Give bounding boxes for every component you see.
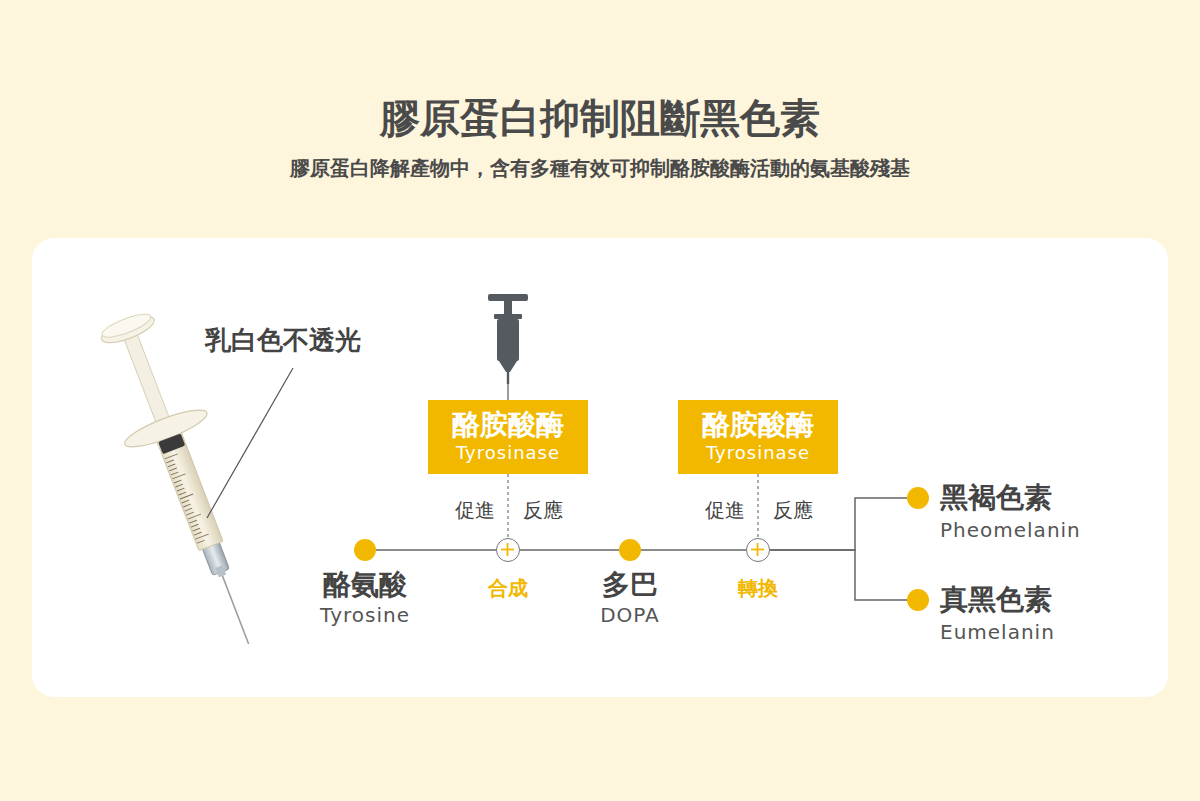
reaction-label: 促進 [455, 497, 495, 523]
compound-dot [354, 539, 376, 561]
title: 膠原蛋白抑制阻斷黑色素 [0, 92, 1200, 144]
syringe-illustration [171, 472, 178, 475]
syringe-illustration [172, 474, 185, 479]
syringe-icon [499, 361, 517, 372]
syringe-illustration [185, 508, 192, 511]
syringe-illustration [165, 454, 178, 459]
node-title: 多巴 [602, 569, 658, 601]
syringe-illustration [100, 310, 154, 342]
compound-node: 多巴DOPA [600, 539, 660, 627]
connector [770, 550, 907, 600]
white-panel [32, 238, 1168, 697]
syringe-illustration [194, 532, 201, 535]
syringe-illustration [169, 468, 176, 471]
product-node: 黑褐色素 Pheomelanin [907, 482, 1081, 542]
reaction-label: 促進 [705, 497, 745, 523]
connector [376, 549, 496, 551]
syringe-icon [494, 314, 522, 319]
syringe-illustration [153, 422, 223, 551]
plus-circle [746, 538, 770, 562]
syringe-illustration [175, 484, 182, 487]
reaction-node: 轉換 [738, 538, 778, 600]
syringe-illustration [219, 567, 249, 644]
syringe-illustration [174, 480, 181, 483]
connector [520, 549, 619, 551]
connector [770, 498, 907, 550]
syringe-illustration [192, 528, 199, 531]
reaction-label: 反應 [773, 497, 813, 523]
syringe-illustration [186, 512, 193, 515]
plus-sign [501, 549, 514, 551]
connector [757, 474, 758, 538]
plus-sign [751, 549, 764, 551]
node-title: 黑褐色素 [940, 482, 1081, 514]
node-title: 酪氨酸 [323, 569, 407, 601]
syringe-icon [488, 294, 528, 301]
syringe-illustration [83, 303, 290, 659]
compound-node: 酪氨酸Tyrosine [320, 539, 410, 627]
node-subtitle: Tyrosine [320, 603, 410, 627]
node-title: 真黑色素 [940, 584, 1055, 616]
caption: 膠原蛋白降解產物中，含有多種有效可抑制酪胺酸酶活動的氨基酸殘基 [0, 154, 1200, 182]
reaction-node: 合成 [488, 538, 528, 600]
node-subtitle: DOPA [600, 603, 660, 627]
plus-circle [496, 538, 520, 562]
syringe-illustration [179, 492, 186, 495]
product-node: 真黑色素 Eumelanin [907, 584, 1055, 644]
syringe-illustration [165, 454, 210, 543]
product-dot [907, 589, 929, 611]
plus-sign [747, 539, 768, 560]
syringe-illustration [188, 514, 201, 519]
node-title: 酪胺酸酶 [452, 408, 564, 442]
icon-stem [507, 384, 508, 400]
syringe-illustration [189, 520, 196, 523]
node-subtitle: Tyrosinase [456, 442, 560, 464]
syringe-illustration [180, 494, 193, 499]
syringe-illustration [183, 504, 190, 507]
plus-sign [497, 539, 518, 560]
reaction-label: 反應 [523, 497, 563, 523]
node-subtitle: Pheomelanin [940, 518, 1081, 542]
syringe-illustration [191, 524, 198, 527]
syringe-illustration [197, 540, 204, 543]
syringe-illustration [166, 460, 173, 463]
product-dot [907, 487, 929, 509]
enzyme-box: 酪胺酸酶Tyrosinase [428, 400, 588, 474]
compound-dot [619, 539, 641, 561]
syringe-illustration [121, 403, 210, 453]
syringe-icon [488, 294, 528, 384]
node-subtitle: Eumelanin [940, 620, 1055, 644]
node-subtitle: Tyrosinase [706, 442, 810, 464]
syringe-illustration [182, 500, 189, 503]
enzyme-box: 酪胺酸酶Tyrosinase [678, 400, 838, 474]
connector [641, 549, 746, 551]
syringe-icon [504, 300, 512, 316]
syringe-illustration [196, 534, 209, 539]
syringe-icon [497, 319, 519, 361]
node-title: 酪胺酸酶 [702, 408, 814, 442]
node-title: 合成 [488, 576, 528, 600]
leader-line [207, 368, 293, 518]
syringe-icon [507, 372, 509, 384]
callout-label: 乳白色不透光 [205, 324, 361, 356]
syringe-illustration [215, 565, 226, 577]
node-title: 轉換 [738, 576, 778, 600]
syringe-illustration [168, 464, 175, 467]
syringe-illustration [177, 488, 184, 491]
connector [507, 474, 508, 538]
syringe-illustration [158, 433, 185, 454]
